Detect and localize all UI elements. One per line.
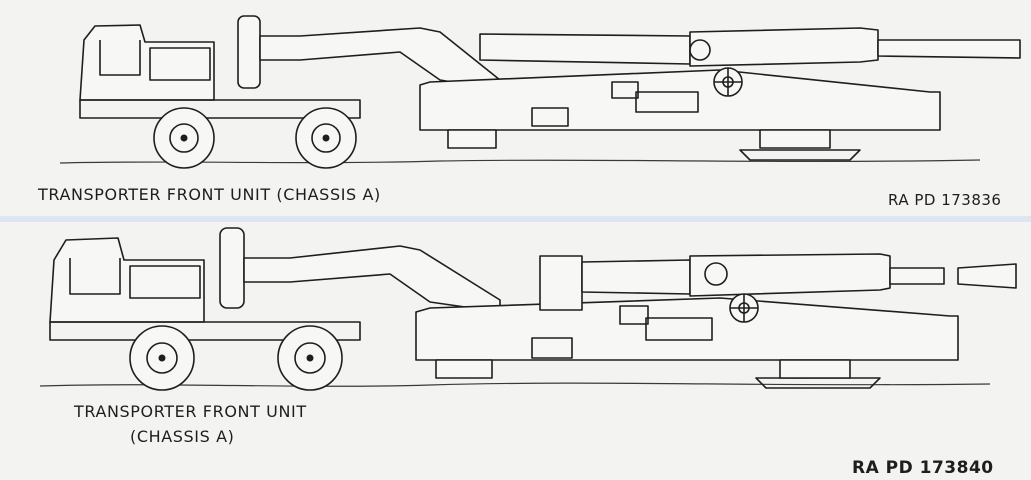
rear-bogie bbox=[755, 377, 881, 389]
handwheel bbox=[729, 293, 759, 323]
cab bbox=[49, 237, 205, 323]
gun-barrel bbox=[479, 33, 691, 65]
figure-caption-top: TRANSPORTER FRONT UNIT (CHASSIS A) bbox=[38, 185, 381, 204]
gooseneck bbox=[243, 245, 501, 313]
transporter-drawing-top bbox=[59, 15, 1021, 169]
front-wheel bbox=[129, 325, 195, 391]
carriage-body bbox=[419, 69, 941, 131]
figure-caption-bottom-line2: (CHASSIS A) bbox=[130, 427, 235, 446]
rear-wheel bbox=[295, 107, 357, 169]
front-bogie bbox=[447, 129, 497, 149]
cab bbox=[79, 24, 215, 101]
muzzle-section bbox=[957, 263, 1017, 289]
rear-wheel bbox=[277, 325, 343, 391]
transporter-drawing-bottom bbox=[39, 227, 1017, 391]
handwheel bbox=[713, 67, 743, 97]
front-wheel bbox=[153, 107, 215, 169]
figure-panel-bottom: TRANSPORTER FRONT UNIT (CHASSIS A) RA PD… bbox=[0, 222, 1031, 480]
figure-reference-top: RA PD 173836 bbox=[888, 191, 1002, 209]
gun-barrel bbox=[581, 259, 691, 295]
ground-line bbox=[39, 382, 991, 387]
spare-tire bbox=[237, 15, 261, 89]
figure-panel-top: TRANSPORTER FRONT UNIT (CHASSIS A) RA PD… bbox=[0, 0, 1031, 216]
spare-tire bbox=[219, 227, 245, 309]
rear-bogie bbox=[739, 149, 861, 161]
figure-caption-bottom-line1: TRANSPORTER FRONT UNIT bbox=[74, 402, 307, 421]
figure-reference-bottom: RA PD 173840 bbox=[852, 458, 994, 478]
panel-divider bbox=[0, 216, 1031, 222]
front-bogie bbox=[435, 359, 493, 379]
carriage-body bbox=[415, 297, 959, 361]
